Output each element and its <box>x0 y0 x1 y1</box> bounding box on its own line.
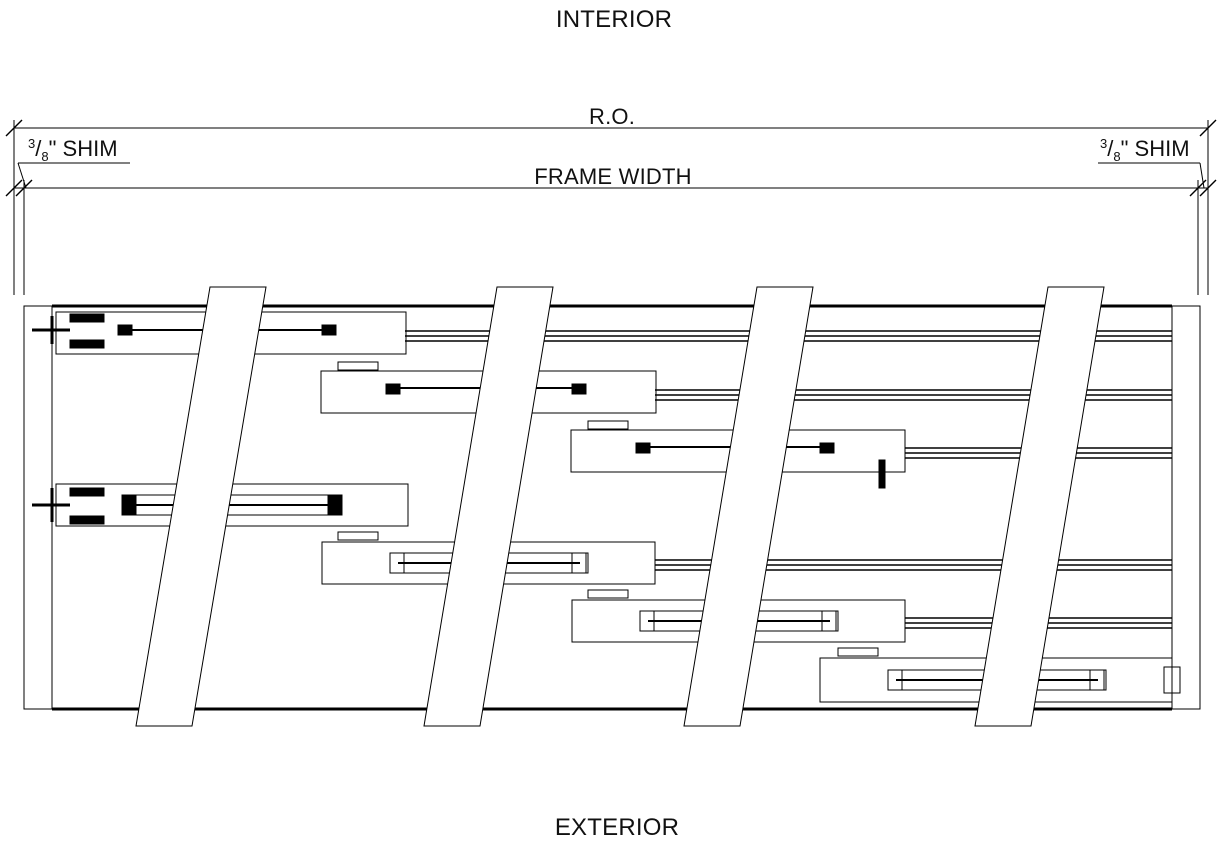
shim-left-label: 3/8" SHIM <box>28 136 118 164</box>
frame-width-dimension-line <box>5 179 1217 295</box>
shim-right-denominator: 8 <box>1113 149 1121 164</box>
frame-width-label: FRAME WIDTH <box>534 164 692 189</box>
jamb-hardware-lower <box>32 487 105 525</box>
rough-opening-label: R.O. <box>588 104 636 129</box>
shim-left-denominator: 8 <box>41 149 49 164</box>
interior-label: INTERIOR <box>555 6 673 33</box>
shim-right-label: 3/8" SHIM <box>1100 136 1190 164</box>
shim-right-text: " SHIM <box>1120 136 1190 161</box>
exterior-label: EXTERIOR <box>554 814 680 841</box>
break-lines <box>135 286 1105 727</box>
shim-left-text: " SHIM <box>48 136 118 161</box>
shim-leaders <box>17 162 1205 189</box>
shim-left-numerator: 3 <box>28 136 36 151</box>
jamb-hardware-upper <box>32 313 105 349</box>
ro-dimension-line <box>5 119 1217 295</box>
shim-right-numerator: 3 <box>1100 136 1108 151</box>
